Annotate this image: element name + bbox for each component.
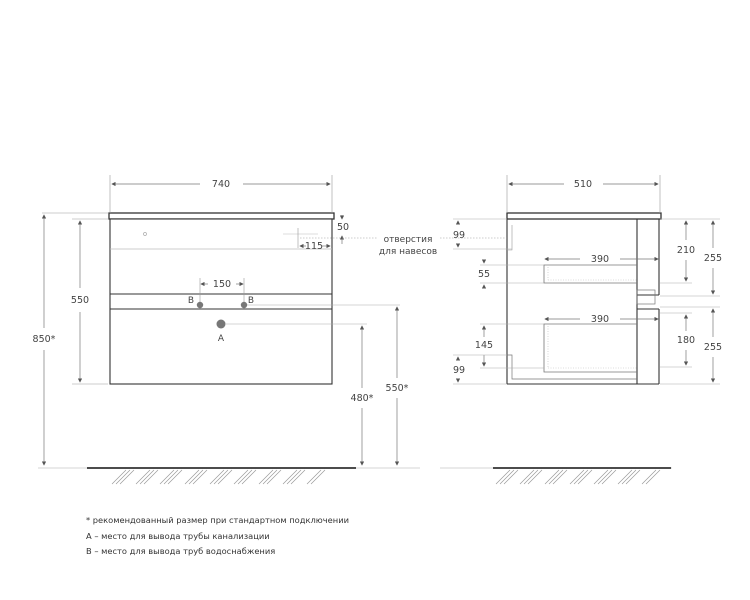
note-b-water-pipes: B – место для вывода труб водоснабжения xyxy=(86,546,276,556)
note-a-drain-pipe: A – место для вывода трубы канализации xyxy=(86,530,270,541)
pipe-b-left xyxy=(196,301,204,309)
dim-lower-section-255: 255 xyxy=(704,342,722,353)
pipe-b-right xyxy=(240,301,248,309)
dim-hole-top-50: 50 xyxy=(337,222,349,233)
front-view: 740 850* 550 50 115 150 B B xyxy=(33,175,420,485)
dim-hanger-99: 99 xyxy=(453,230,465,241)
dim-depth-510: 510 xyxy=(574,179,592,190)
dim-b-height-550: 550* xyxy=(386,383,409,394)
cabinet-body xyxy=(109,218,333,385)
dim-drawer1-depth-390: 390 xyxy=(591,254,609,265)
dim-drawer1-gap-55: 55 xyxy=(478,269,490,280)
label-b-right: B xyxy=(248,296,254,306)
dim-hole-side-115: 115 xyxy=(305,241,323,252)
note-recommended-size: * рекомендованный размер при стандартном… xyxy=(86,515,349,525)
drawer-2-outline xyxy=(543,323,637,373)
dim-bottom-99: 99 xyxy=(453,365,465,376)
drawer-1-outline xyxy=(543,264,637,284)
callout-hanger-holes-line2: для навесов xyxy=(379,247,437,257)
dim-drawer1-front-210: 210 xyxy=(677,245,695,256)
dim-body-height-550: 550 xyxy=(71,295,89,306)
dim-total-height-850: 850* xyxy=(33,334,56,345)
legend-notes: * рекомендованный размер при стандартном… xyxy=(86,513,349,560)
dim-width-740: 740 xyxy=(212,179,230,190)
label-a: A xyxy=(218,334,225,344)
countertop xyxy=(108,212,335,220)
label-b-left: B xyxy=(188,296,194,306)
side-view: 510 99 55 390 390 210 255 xyxy=(440,175,722,485)
dim-drawer2-gap-145: 145 xyxy=(475,340,493,351)
dim-drawer2-depth-390: 390 xyxy=(591,314,609,325)
dim-upper-section-255: 255 xyxy=(704,253,722,264)
pipe-a xyxy=(216,319,226,329)
floor-hatch-side xyxy=(495,469,661,485)
floor-hatch-front xyxy=(111,469,326,485)
dim-a-height-480: 480* xyxy=(351,393,374,404)
dim-drawer2-front-180: 180 xyxy=(677,335,695,346)
dim-b-spacing-150: 150 xyxy=(213,279,231,290)
side-countertop xyxy=(506,212,662,220)
callout-hanger-holes-line1: отверстия xyxy=(384,235,433,245)
